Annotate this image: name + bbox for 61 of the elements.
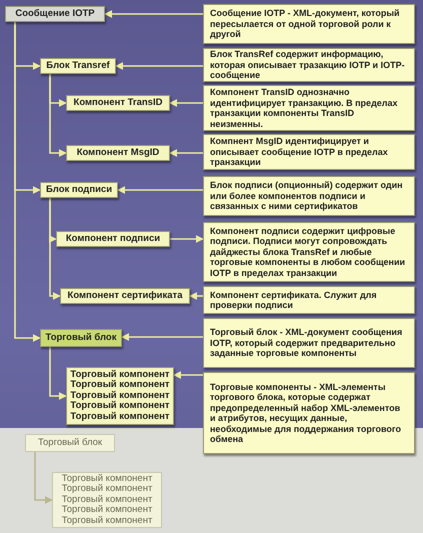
description-box: [203, 222, 415, 282]
description-text: Компнент MsgID идентифицирует и описывает сообщение IOTP в пределах транзакции: [210, 136, 389, 168]
arrow: [169, 149, 203, 157]
title-box: [5, 6, 105, 22]
arrow: [169, 99, 203, 107]
element-label: Блок Transref: [46, 60, 110, 72]
faded-box: [25, 434, 115, 452]
element-box: [66, 145, 170, 161]
element-box: [40, 58, 116, 74]
arrow: [117, 186, 203, 194]
description-box: [203, 85, 415, 131]
element-label: Торговый компонент: [70, 370, 170, 380]
arrow: [14, 22, 41, 342]
element-label: Блок подписи: [46, 184, 112, 196]
description-box: [203, 4, 415, 44]
element-label: Торговый компонент: [62, 474, 152, 484]
element-label: Компонент TransID: [74, 97, 162, 109]
description-box: [203, 286, 415, 314]
element-label: Торговый компонент: [62, 516, 152, 526]
arrow: [115, 62, 203, 70]
element-box: [40, 182, 118, 198]
element-label: Компонент сертификата: [68, 290, 182, 302]
arrow: [104, 10, 203, 18]
description-box: [203, 318, 415, 368]
element-box: [56, 231, 170, 247]
element-label: Торговый компонент: [62, 494, 152, 505]
element-box: [60, 288, 190, 304]
description-text: Компонент сертификата. Служит для проверки подписи: [210, 290, 378, 310]
element-label: Компонент подписи: [66, 233, 160, 245]
description-text: Торговые компоненты - XML-элементы торгового блока, которые содержат предопределенный набор XML-элементов и атрибутов, несущих данные, необходимые для поддержания торгового обмена: [210, 382, 402, 444]
description-text: Сообщение IOTP - XML-документ, который пересылается от одной торговой роли к другой: [210, 8, 401, 40]
description-text: Торговый блок - XML-документ сообщения IOTP, который содержит предварительно заданные торговые компоненты: [210, 327, 404, 359]
element-label: Торговый компонент: [70, 390, 170, 401]
element-label: Торговый компонент: [70, 380, 170, 390]
description-box: [203, 134, 415, 170]
description-text: Компонент TransID однозначно идентифицирует транзакцию. В пределах транзакции компоненты TransID неизменны.: [210, 87, 399, 129]
arrow: [49, 74, 67, 157]
arrow: [121, 333, 203, 341]
element-box: [40, 329, 122, 347]
arrow: [173, 371, 203, 379]
arrow: [170, 235, 204, 243]
element-label: Торговый компонент: [62, 484, 152, 495]
element-label: Торговый блок: [46, 332, 116, 344]
description-box: [203, 176, 415, 216]
element-label: Торговый компонент: [70, 401, 170, 412]
arrow: [49, 347, 67, 400]
arrow: [49, 198, 61, 300]
element-label: Торговый компонент: [62, 505, 152, 516]
element-label: Торговый блок: [38, 437, 102, 449]
description-text: Блок подписи (опционный) содержит один или более компонентов подписи и связанных с ними сертификатов: [210, 180, 404, 212]
description-box: [203, 372, 415, 454]
component-stack-box: [66, 367, 174, 425]
element-label: Сообщение IOTP: [15, 8, 95, 20]
element-box: [66, 95, 170, 111]
element-label: Компонент MsgID: [76, 147, 160, 159]
faded-stack-box: [52, 472, 162, 528]
arrow: [34, 452, 53, 504]
description-text: Компонент подписи содержит цифровые подписи. Подписи могут сопровождать дайджесты блока TransRef и любые торговые компоненты в любом сообщении IOTP в пределах транзакции: [210, 226, 406, 278]
description-text: Блок TransRef содержит информацию, которая описывает тразакцию IOTP и IOTP-сообщение: [210, 49, 406, 81]
element-label: Торговый компонент: [70, 412, 170, 422]
arrow: [189, 292, 203, 300]
